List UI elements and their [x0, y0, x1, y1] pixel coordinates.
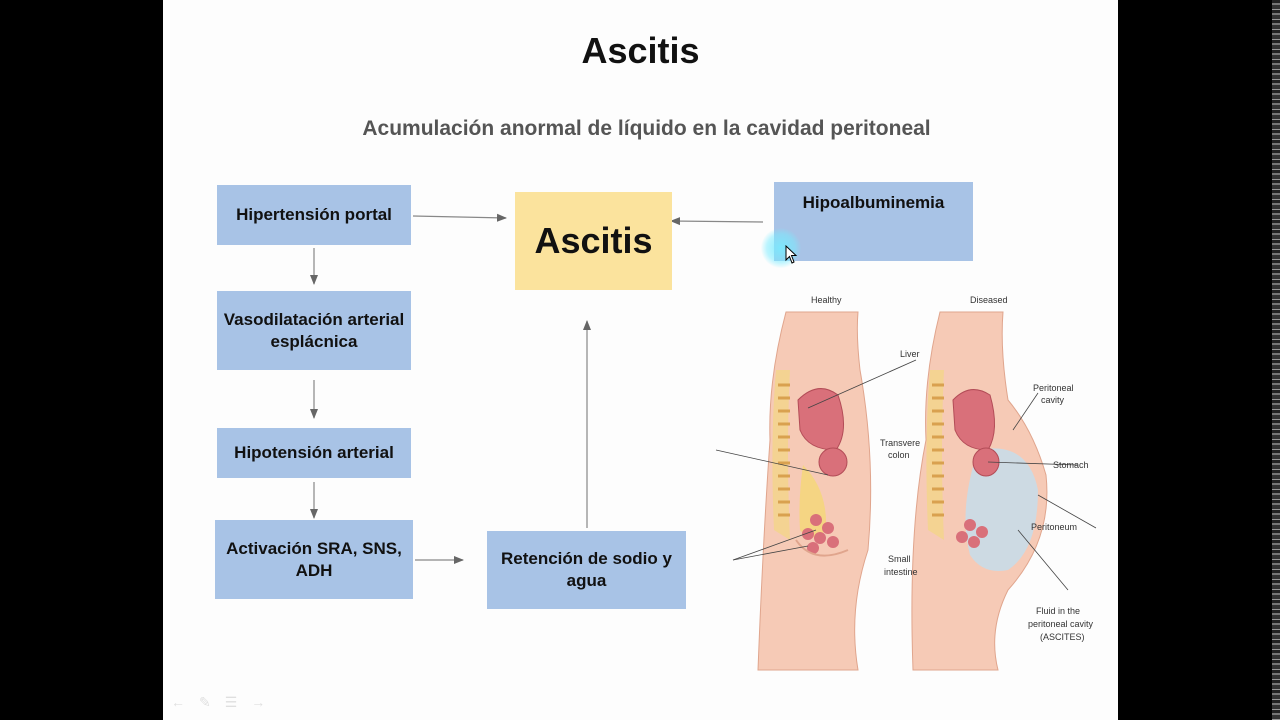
menu-icon[interactable]: ☰ — [224, 693, 238, 710]
label-fluid-2: peritoneal cavity — [1028, 619, 1094, 629]
box-hipotension-arterial: Hipotensión arterial — [217, 428, 411, 478]
edge-strip — [1272, 0, 1280, 720]
box-ascitis-center: Ascitis — [515, 192, 672, 290]
next-arrow-icon[interactable]: → — [251, 694, 266, 710]
label-peritoneal-cavity-1: Peritoneal — [1033, 383, 1074, 393]
abdomen-illustration: Healthy Diseased — [715, 295, 1097, 671]
label-transverse-1: Transvere — [880, 438, 920, 448]
box-hipoalbuminemia: Hipoalbuminemia — [774, 182, 973, 261]
box-retencion-sodio: Retención de sodio y agua — [487, 531, 686, 609]
slide-subtitle: Acumulación anormal de líquido en la cav… — [362, 117, 931, 140]
label-peritoneum: Peritoneum — [1031, 522, 1077, 532]
slide-title: Ascitis — [581, 30, 700, 71]
label-diseased: Diseased — [970, 295, 1008, 305]
leader-lines — [715, 359, 1097, 591]
healthy-body — [757, 311, 872, 671]
label-fluid-3: (ASCITES) — [1040, 632, 1085, 642]
mouse-pointer-icon — [785, 245, 798, 264]
label-healthy: Healthy — [811, 295, 842, 305]
label-peritoneal-cavity-2: cavity — [1041, 395, 1065, 405]
label-stomach: Stomach — [1053, 460, 1089, 470]
label-small-1: Small — [888, 554, 911, 564]
flow-arrows — [310, 213, 764, 564]
label-liver: Liver — [900, 349, 920, 359]
cursor-highlight — [761, 228, 801, 268]
prev-arrow-icon[interactable]: ← — [171, 694, 185, 710]
diseased-body — [911, 311, 1048, 671]
pen-icon[interactable]: ✎ — [199, 693, 211, 710]
slide: Ascitis Acumulación anormal de líquido e… — [163, 0, 1118, 720]
box-vasodilatacion: Vasodilatación arterial esplácnica — [217, 291, 411, 370]
label-fluid-1: Fluid in the — [1036, 606, 1080, 616]
arrow-hipoalb-to-ascitis — [670, 217, 764, 226]
box-activacion-sra: Activación SRA, SNS, ADH — [215, 520, 413, 599]
label-small-2: intestine — [884, 567, 918, 577]
label-transverse-2: colon — [888, 450, 910, 460]
box-hipertension-portal: Hipertensión portal — [217, 185, 411, 245]
slideshow-nav: ← ✎ ☰ → — [171, 692, 291, 712]
arrow-portal-to-ascitis — [412, 213, 507, 222]
